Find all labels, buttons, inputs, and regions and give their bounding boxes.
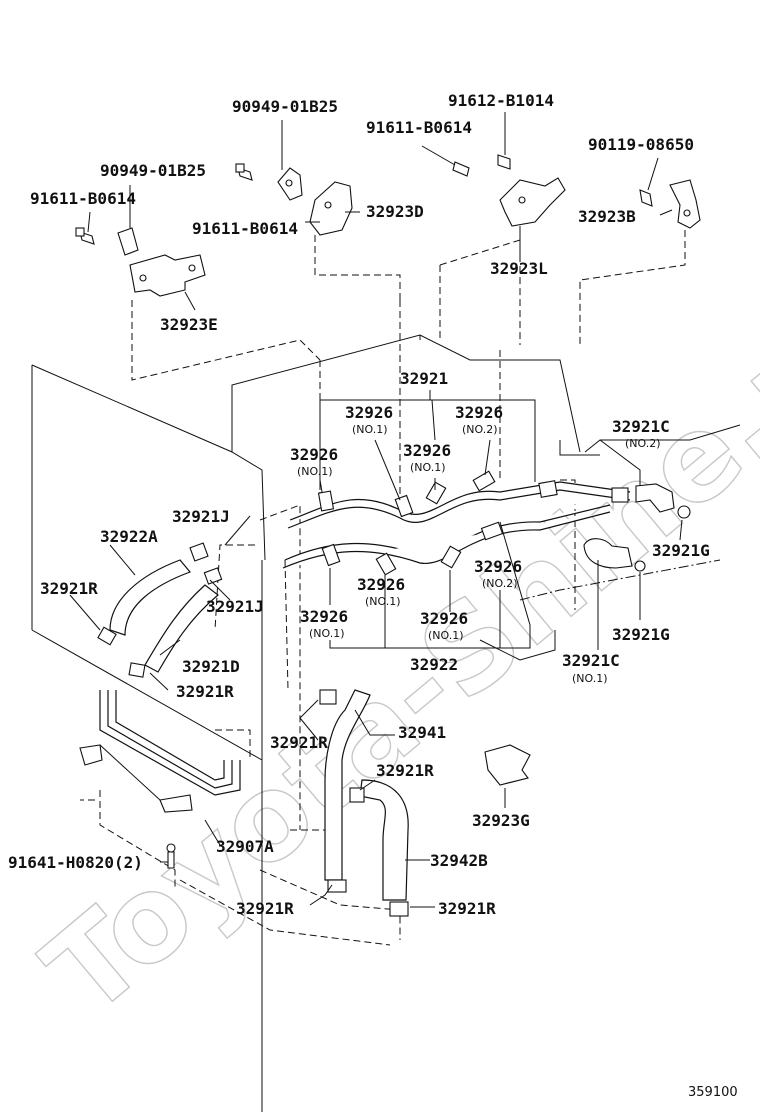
part-labels: 90949-01B25 91612-B1014 91611-B0614 9011…	[8, 91, 738, 1100]
label-32921d: 32921D	[182, 657, 240, 676]
label-32926-c: 32926	[290, 445, 338, 464]
label-32921c-top: 32921C	[612, 417, 670, 436]
note-32926-f: (NO.1)	[365, 595, 401, 608]
label-32921r-f: 32921R	[438, 899, 496, 918]
note-32926-g: (NO.1)	[309, 627, 345, 640]
note-32926-h: (NO.1)	[428, 629, 464, 642]
label-32921g-a: 32921G	[652, 541, 710, 560]
fuel-pipes	[282, 481, 631, 569]
bracket-32923g	[484, 744, 531, 786]
label-32921r-c: 32921R	[270, 733, 328, 752]
label-32923l: 32923L	[490, 259, 548, 278]
bracket-32923l	[499, 177, 566, 227]
label-32922: 32922	[410, 655, 458, 674]
hoses-center	[319, 689, 409, 917]
bracket-32923d	[277, 167, 353, 236]
body-panel-outline	[31, 334, 741, 1112]
label-32923g: 32923G	[472, 811, 530, 830]
clips-32926	[317, 470, 504, 576]
note-32926-e: (NO.2)	[482, 577, 518, 590]
label-91611-b0614-top: 91611-B0614	[366, 118, 472, 137]
label-32921j-b: 32921J	[206, 597, 264, 616]
label-32921r-e: 32921R	[236, 899, 294, 918]
label-90949-01b25-left: 90949-01B25	[100, 161, 206, 180]
label-91641-h0820: 91641-H0820(2)	[8, 853, 143, 872]
note-32926-a: (NO.1)	[352, 423, 388, 436]
diagram-number: 359100	[688, 1085, 738, 1100]
note-32926-d: (NO.1)	[410, 461, 446, 474]
label-32921j-a: 32921J	[172, 507, 230, 526]
label-32923d: 32923D	[366, 202, 424, 221]
label-91612-b1014: 91612-B1014	[448, 91, 554, 110]
leader-lines	[69, 112, 683, 908]
label-32923b: 32923B	[578, 207, 636, 226]
label-32926-e: 32926	[474, 557, 522, 576]
note-32921c-bot: (NO.1)	[572, 672, 608, 685]
label-32941: 32941	[398, 723, 446, 742]
label-32921r-a: 32921R	[40, 579, 98, 598]
label-32926-d: 32926	[403, 441, 451, 460]
bolts	[75, 154, 653, 869]
label-32921c-bot: 32921C	[562, 651, 620, 670]
label-32926-g: 32926	[300, 607, 348, 626]
label-32926-f: 32926	[357, 575, 405, 594]
hoses-left	[97, 542, 223, 678]
fittings-32921c	[538, 480, 691, 572]
label-32926-h: 32926	[420, 609, 468, 628]
label-32926-a: 32926	[345, 403, 393, 422]
label-32926-b: 32926	[455, 403, 503, 422]
note-32926-c: (NO.1)	[297, 465, 333, 478]
label-90119-08650: 90119-08650	[588, 135, 694, 154]
label-32907a: 32907A	[216, 837, 274, 856]
label-91611-b0614-left: 91611-B0614	[30, 189, 136, 208]
label-32922a: 32922A	[100, 527, 158, 546]
note-32926-b: (NO.2)	[462, 423, 498, 436]
note-32921c-top: (NO.2)	[625, 437, 661, 450]
label-32921r-b: 32921R	[176, 682, 234, 701]
label-32921r-d: 32921R	[376, 761, 434, 780]
label-32942b: 32942B	[430, 851, 488, 870]
label-90949-01b25-top: 90949-01B25	[232, 97, 338, 116]
bracket-32923e	[117, 227, 206, 297]
bracket-32923b	[669, 179, 701, 229]
tube-32907a	[79, 690, 241, 813]
watermark: Toyota-Shine.ru	[19, 261, 760, 1041]
label-32923e: 32923E	[160, 315, 218, 334]
label-91611-b0614-mid: 91611-B0614	[192, 219, 298, 238]
label-32921g-b: 32921G	[612, 625, 670, 644]
label-32921: 32921	[400, 369, 448, 388]
